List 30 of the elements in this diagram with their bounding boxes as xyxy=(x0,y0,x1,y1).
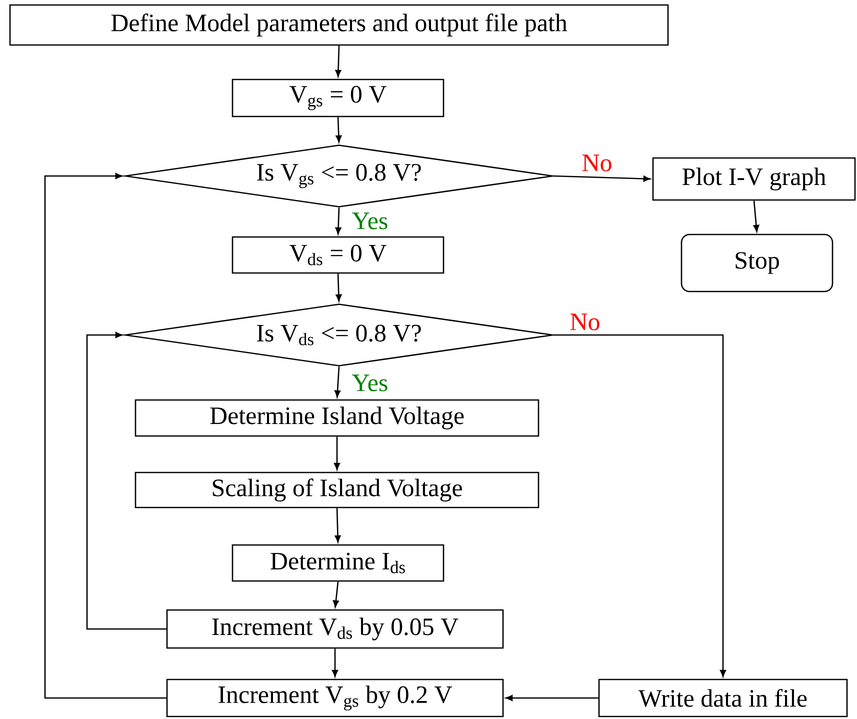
process-box: Increment V$_{gs}$ by 0.2 V xyxy=(166,678,504,718)
arrow xyxy=(506,695,598,701)
edge-label: No xyxy=(580,154,614,172)
arrow xyxy=(86,332,166,630)
process-box: Determine I$_{ds}$ xyxy=(232,544,444,582)
process-box: V$_{ds}$ = 0 V xyxy=(232,236,444,274)
process-box: Determine Island Voltage xyxy=(134,399,540,437)
arrow xyxy=(332,648,338,677)
arrow xyxy=(334,508,341,542)
process-box: Write data in file xyxy=(598,678,848,718)
arrow xyxy=(332,582,339,608)
arrow xyxy=(554,175,650,182)
arrow xyxy=(554,334,726,677)
edge-label: No xyxy=(568,312,602,332)
arrow xyxy=(336,117,342,142)
arrow xyxy=(334,436,340,470)
arrow xyxy=(334,366,340,398)
arrow xyxy=(44,173,166,699)
arrow xyxy=(335,208,342,234)
process-box: Scaling of Island Voltage xyxy=(134,472,540,508)
process-box: Increment V$_{ds}$ by 0.05 V xyxy=(166,609,504,649)
process-box: Define Model parameters and output file path xyxy=(9,4,669,46)
arrow xyxy=(753,200,760,232)
arrow xyxy=(335,46,342,77)
terminal-box: Stop xyxy=(680,234,834,292)
process-box: Plot I-V graph xyxy=(652,157,856,201)
process-box: V$_{gs}$ = 0 V xyxy=(232,78,444,118)
edge-label: Yes xyxy=(350,212,390,230)
edge-label: Yes xyxy=(350,374,390,392)
arrow xyxy=(336,274,342,302)
